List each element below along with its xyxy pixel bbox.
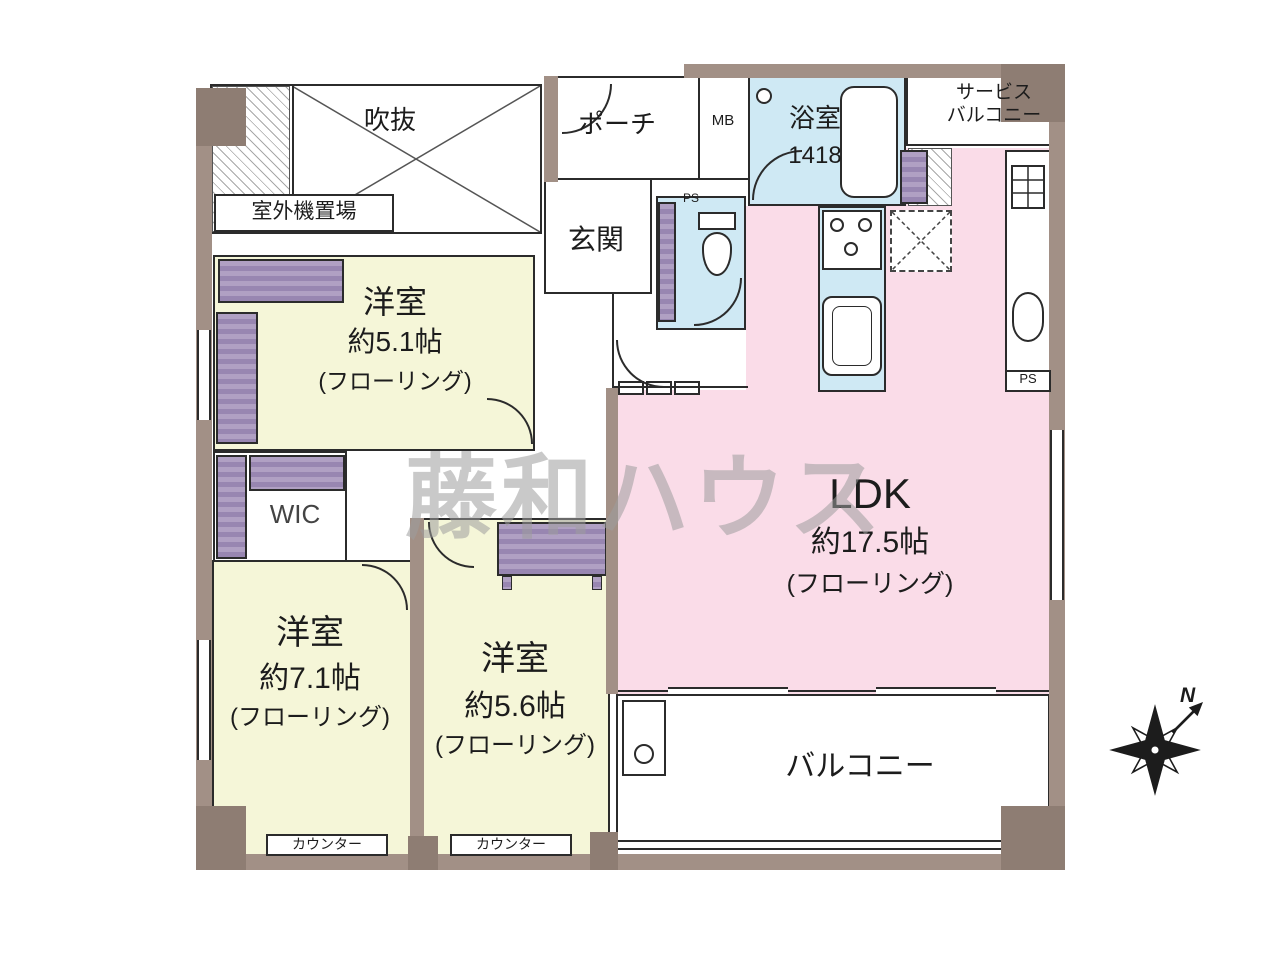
compass-rose-icon: [1109, 702, 1203, 796]
kitchen-sink-basin: [832, 306, 872, 366]
service-balcony-label2: バルコニー: [946, 105, 1042, 126]
pillar-top-left: [196, 88, 246, 146]
ldk-name: LDK: [829, 470, 911, 517]
entrance-left-line: [544, 180, 546, 292]
ldk-kitchen-aisle: [746, 206, 818, 390]
bedroom3-name: 洋室: [481, 640, 549, 678]
pillar-mid-bottom1: [408, 836, 438, 870]
mb-bottom-line: [698, 178, 748, 180]
refrigerator-cross: [891, 211, 951, 271]
service-balcony-label1: サービス: [955, 82, 1032, 103]
ps-box: [1005, 370, 1051, 392]
counter2-label: カウンター: [476, 836, 546, 852]
ldk-main-area: [612, 390, 1051, 694]
burner-icon: [844, 242, 858, 256]
kitchen-sink-icon: [822, 296, 882, 376]
bedroom2-size: 約7.1帖: [259, 662, 361, 695]
ldk-balcony-line: [612, 690, 1051, 692]
bedroom1-closet: [218, 259, 344, 303]
porch-bottom-line: [556, 178, 700, 180]
wic-shelf-top: [249, 455, 345, 491]
porch-top-line: [556, 76, 686, 78]
outdoor-unit-box: [214, 194, 394, 232]
bath-label: 浴室: [788, 103, 841, 133]
pillar-bottom-left: [196, 806, 246, 870]
toilet-bowl-icon: [702, 232, 732, 276]
drain-icon: [634, 744, 654, 764]
wall-bedrooms-divider: [410, 518, 424, 858]
pillar-bottom-right: [1001, 806, 1065, 870]
wall-ldk-left: [606, 388, 618, 694]
bath-size-label: 1418: [788, 142, 842, 169]
wall-bottom: [196, 854, 1065, 870]
bedroom3-desk-leg: [502, 576, 512, 590]
entrance-right-line: [650, 180, 652, 292]
hall-right-line: [612, 292, 614, 390]
bath-side-cabinet: [900, 150, 928, 204]
ldk-top-line: [612, 386, 748, 388]
burner-icon: [858, 218, 872, 232]
ldk-window2: [876, 687, 996, 696]
entrance-bottom-line: [544, 292, 652, 294]
shower-icon: [756, 88, 772, 104]
ps-label-1: PS: [682, 191, 699, 205]
bedroom2-window: [197, 640, 211, 760]
bedroom3-desk: [497, 522, 607, 576]
pillar-mid-bottom2: [590, 832, 618, 870]
mb-label: MB: [711, 112, 735, 129]
ldk-side-window: [1050, 430, 1064, 600]
counter1-box: [266, 834, 388, 856]
bedroom1-name: 洋室: [362, 284, 427, 320]
bedroom1-size: 約5.1帖: [347, 326, 443, 357]
outdoor-unit-label: 室外機置場: [251, 200, 357, 223]
bedroom2-floor: (フローリング): [230, 704, 390, 731]
av-board-icon: [674, 381, 700, 395]
balcony-label: バルコニー: [785, 750, 935, 783]
ldk-window1: [668, 687, 788, 696]
counter1-label: カウンター: [292, 836, 362, 852]
ldk-floor: (フローリング): [786, 570, 954, 598]
bedroom1-floor: (フローリング): [318, 368, 472, 394]
balcony-rail: [616, 840, 1050, 850]
counter2-box: [450, 834, 572, 856]
wall-porch-left: [544, 76, 558, 182]
void-label: 吹抜: [363, 105, 416, 135]
bedroom3-floor: (フローリング): [435, 732, 595, 759]
porch-label: ポーチ: [577, 109, 656, 139]
av-board-icon: [618, 381, 644, 395]
washstand-cabinet: [658, 202, 676, 322]
bedroom2-name: 洋室: [276, 614, 344, 652]
wic-shelf-left: [216, 455, 247, 559]
toilet-tank-icon: [698, 212, 736, 230]
stove-icon: [1011, 165, 1045, 209]
slop-sink-icon: [622, 700, 666, 776]
refrigerator-space: [890, 210, 952, 272]
burner-icon: [830, 218, 844, 232]
bedroom1-window: [197, 330, 211, 420]
cooktop-icon: [822, 210, 882, 270]
entrance-label: 玄関: [567, 224, 624, 255]
sink-icon: [1012, 292, 1044, 342]
ldk-size: 約17.5帖: [810, 526, 930, 559]
bedroom1-wardrobe: [216, 312, 258, 444]
bedroom3-size: 約5.6帖: [464, 690, 566, 723]
wall-top-right: [684, 64, 1065, 78]
bedroom3-desk-leg2: [592, 576, 602, 590]
wic-label: WIC: [269, 499, 321, 529]
ps-label-2: PS: [1019, 371, 1037, 386]
pillar-top-right: [1001, 64, 1065, 122]
mb-left-line: [698, 76, 700, 180]
bathtub-icon: [840, 86, 898, 198]
compass-north-label: N: [1180, 684, 1196, 707]
